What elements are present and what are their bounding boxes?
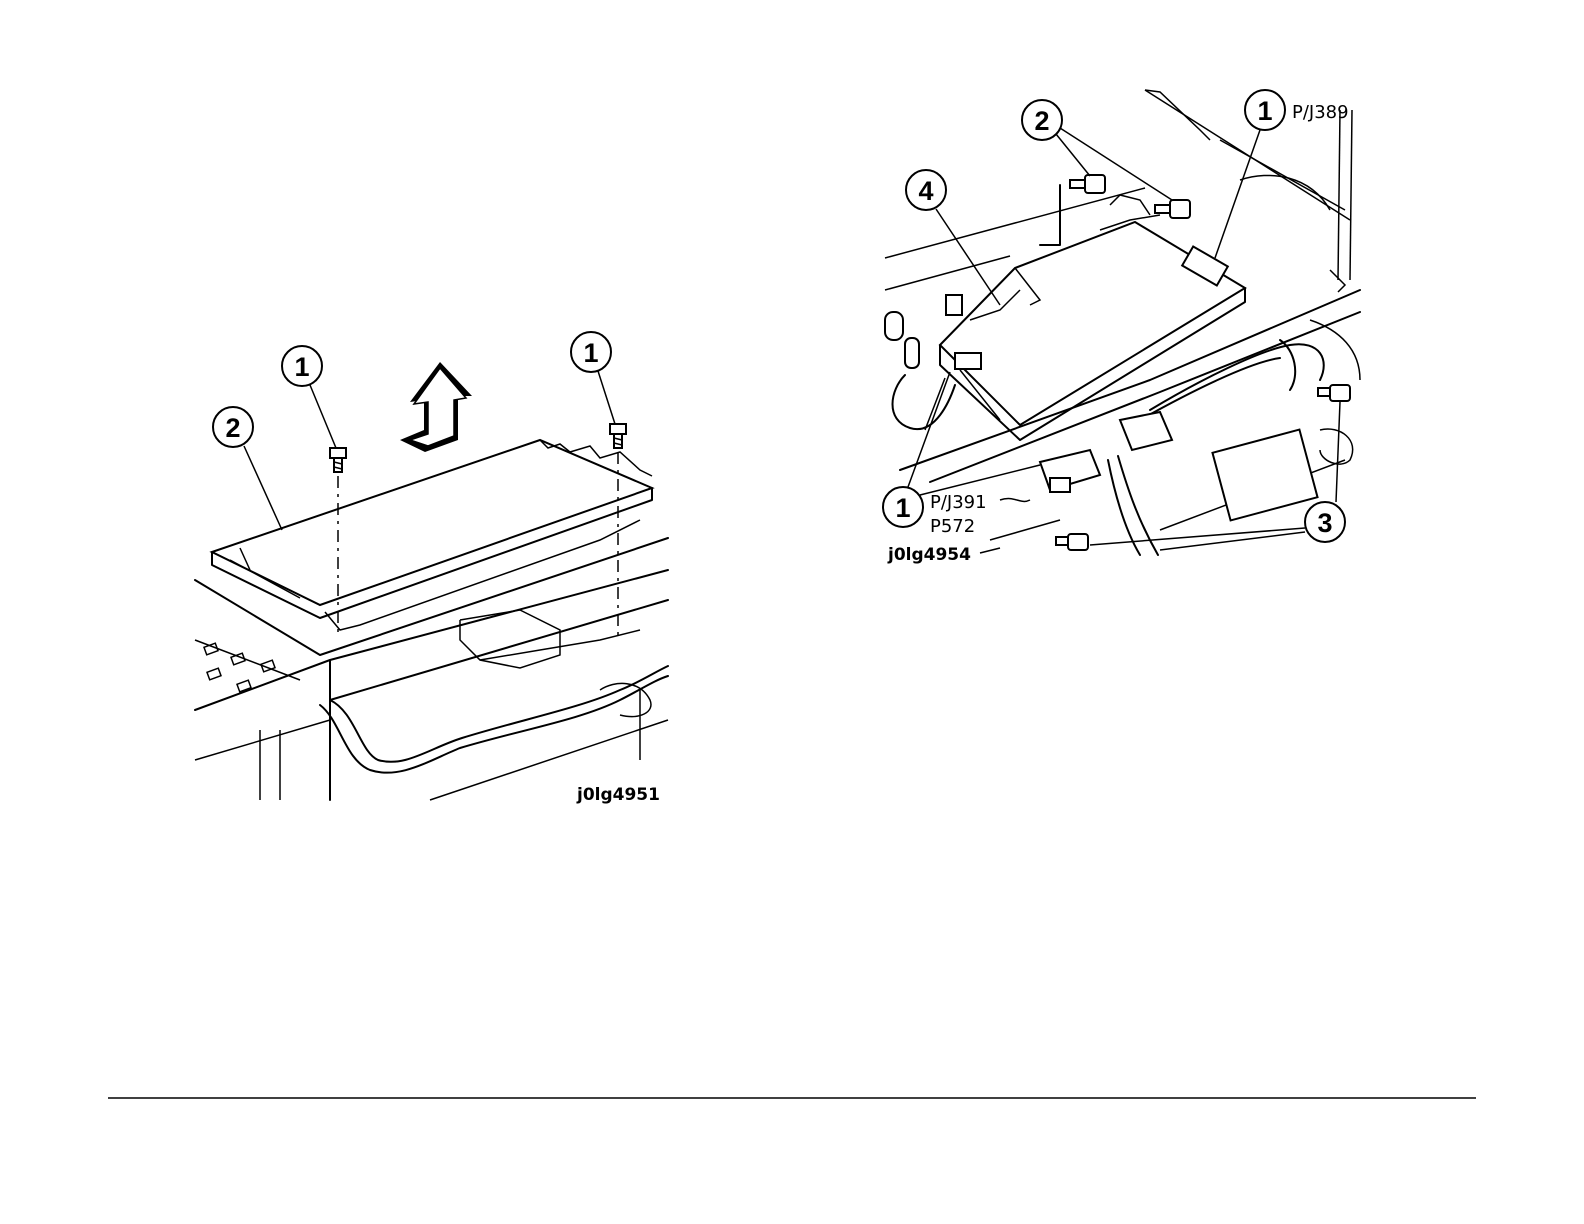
wire-harness	[320, 666, 668, 773]
connector-label-p572: P572	[930, 516, 975, 537]
callout-number: 1	[294, 352, 309, 382]
callout-4: 4	[906, 170, 1000, 305]
pwb-bracket	[925, 215, 1245, 440]
connector-label-pj389: P/J389	[1292, 102, 1349, 123]
figure-2: 1 P/J389 1 P/J391 P572 2 3	[883, 90, 1360, 565]
callout-1-right: 1	[571, 332, 615, 424]
figure-id-label: j0lg4951	[576, 785, 660, 805]
callout-number: 1	[1257, 96, 1272, 126]
callout-1-left: 1	[282, 346, 336, 448]
callout-number: 1	[895, 493, 910, 523]
cover-plate	[212, 440, 652, 630]
screw-right	[610, 424, 626, 640]
callout-number: 1	[583, 338, 598, 368]
callout-number: 2	[225, 413, 240, 443]
callout-number: 4	[918, 176, 933, 206]
connector-label-pj391: P/J391	[930, 492, 987, 513]
callout-number: 2	[1034, 106, 1049, 136]
lift-arrow-icon	[400, 362, 472, 452]
callout-2: 2	[213, 407, 282, 530]
left-parts	[885, 295, 962, 429]
callout-number: 3	[1317, 508, 1332, 538]
figure-1: 1 1 2 j0lg4951	[195, 332, 668, 805]
figure-id-label: j0lg4954	[887, 545, 971, 565]
